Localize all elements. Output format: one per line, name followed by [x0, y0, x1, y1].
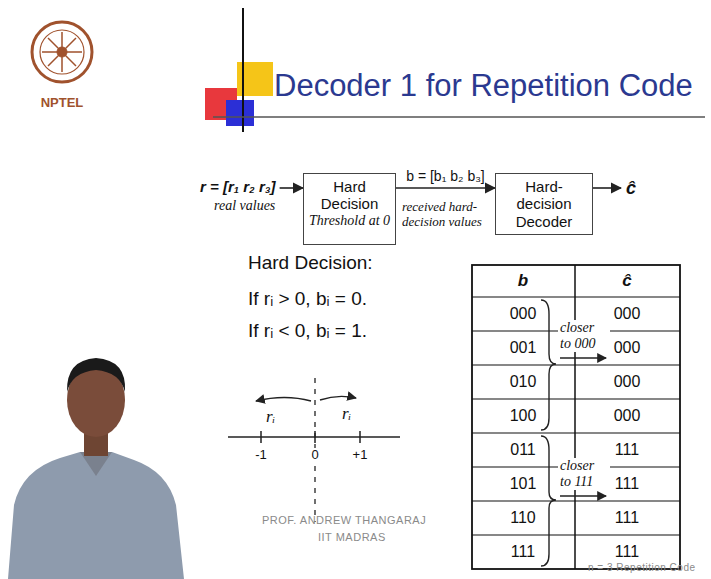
output-label: ĉ — [626, 178, 636, 199]
table-rows — [472, 297, 680, 535]
table-divider — [574, 265, 576, 569]
output-arrow — [593, 187, 621, 189]
brace-111 — [541, 436, 556, 566]
table-cell: 111 — [511, 543, 535, 561]
table-cell: 000 — [510, 305, 537, 323]
footer-text: PROF. ANDREW THANGARAJ — [262, 514, 426, 527]
table-cell: 100 — [510, 407, 537, 425]
logo-inner-ring — [40, 30, 84, 74]
tick-label: -1 — [253, 448, 269, 463]
box-label: Hard Decision — [308, 178, 391, 213]
process-box: Hard DecisionThreshold at 0 — [303, 173, 396, 245]
input-label: r = [r₁ r₂ r₃] — [200, 178, 276, 195]
right-arrow — [320, 396, 356, 400]
axis-ticks — [261, 431, 360, 443]
axis-line — [228, 436, 400, 438]
title-rule — [213, 116, 705, 118]
axis-note: rᵢ — [342, 404, 351, 424]
deco-square-blue — [226, 100, 254, 126]
table-cell: 001 — [510, 339, 537, 357]
axis-note: rᵢ — [266, 407, 275, 427]
handwritten-note: closer to 000 — [558, 320, 610, 352]
presenter — [8, 358, 184, 579]
table-cell: 011 — [510, 441, 536, 459]
rule-text: If rᵢ < 0, bᵢ = 1. — [248, 320, 367, 342]
logo-ring — [32, 22, 92, 82]
footer-text: n = 3 Repetition Code — [588, 562, 696, 574]
logo-center — [57, 47, 67, 57]
tick-label: +1 — [351, 448, 370, 463]
table-cell: 111 — [615, 543, 639, 561]
box-label: Hard-decision Decoder — [500, 178, 588, 230]
deco-vertical-line — [242, 8, 244, 132]
logo-text: NPTEL — [41, 96, 84, 111]
slide-title: Decoder 1 for Repetition Code — [274, 68, 693, 104]
box-note: Threshold at 0 — [308, 213, 391, 229]
table-cell: 000 — [614, 373, 641, 391]
table-cell: 111 — [615, 441, 639, 459]
table-cell: 010 — [510, 373, 537, 391]
table-cell: 000 — [614, 339, 641, 357]
rule-heading: Hard Decision: — [248, 252, 373, 274]
table-cell: 000 — [614, 305, 641, 323]
table-cell: 111 — [615, 475, 639, 493]
table-cell: 111 — [615, 509, 639, 527]
table-header: b — [518, 271, 528, 291]
handwritten-note: received hard-decision values — [402, 200, 492, 230]
brace-000 — [541, 300, 556, 430]
nptel-logo — [32, 22, 92, 82]
input-arrow — [280, 187, 303, 189]
presenter-hair — [67, 358, 125, 392]
table-cell: 101 — [510, 475, 537, 493]
process-box: Hard-decision Decoder — [495, 173, 593, 235]
edge-label: b = [b₁ b₂ b₃] — [406, 168, 485, 184]
connector-arrow — [396, 187, 495, 189]
table-border — [472, 265, 680, 569]
rule-text: If rᵢ > 0, bᵢ = 0. — [248, 288, 367, 310]
table-header: ĉ — [622, 271, 631, 291]
handwritten-note: real values — [214, 198, 280, 214]
lookup-table — [472, 265, 680, 569]
logo-spokes — [42, 32, 82, 72]
left-arrow — [256, 398, 311, 402]
presenter-shirt — [8, 452, 184, 579]
pointer-111 — [560, 495, 606, 496]
pointer-000 — [560, 357, 606, 358]
table-cell: 000 — [614, 407, 641, 425]
handwritten-note: closer to 111 — [558, 458, 610, 490]
tick-label: 0 — [309, 448, 320, 463]
footer-text: IIT MADRAS — [318, 531, 386, 544]
table-cell: 110 — [510, 509, 536, 527]
